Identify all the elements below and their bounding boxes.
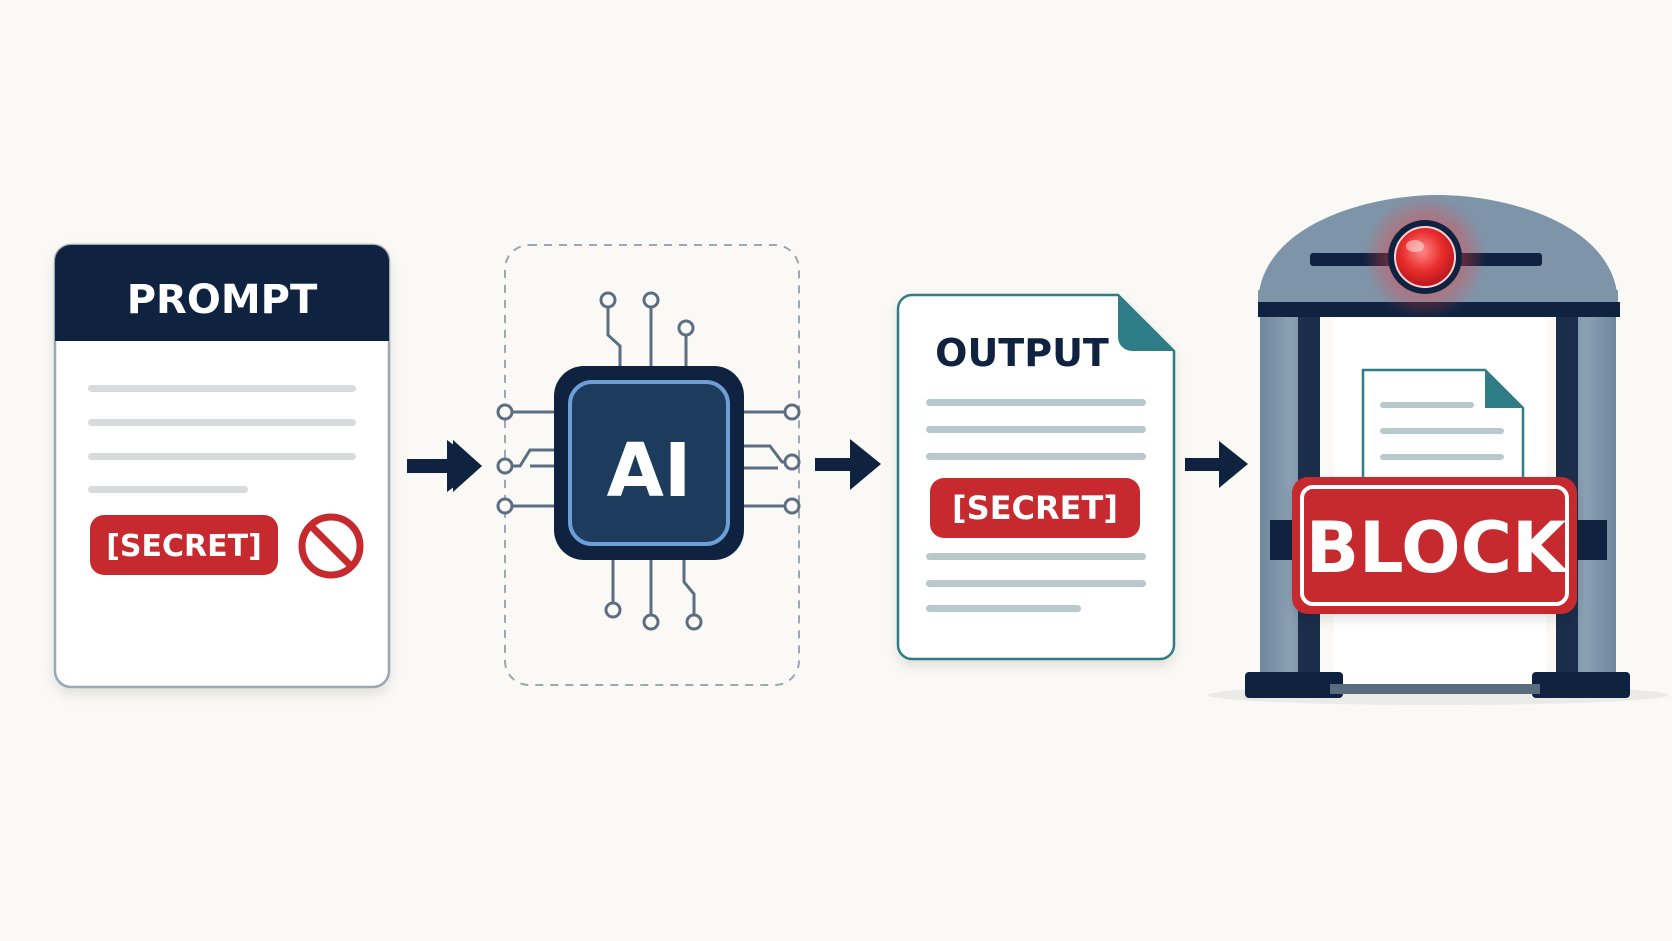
output-text-lines [926, 399, 1146, 612]
prompt-document: PROMPT [SECRET] [53, 243, 391, 689]
chip-pins-right [742, 403, 801, 515]
arrow-right-icon [1185, 441, 1248, 488]
prompt-text-lines [88, 385, 356, 493]
output-secret-tag: [SECRET] [930, 478, 1140, 538]
prompt-title: PROMPT [127, 277, 318, 323]
arrow-right-icon [407, 440, 482, 492]
security-gate: BLOCK [1208, 195, 1668, 705]
cpu-chip-icon: AI [496, 244, 801, 686]
prompt-secret-tag: [SECRET] [90, 515, 278, 575]
arrow-right-icon [815, 439, 881, 490]
red-alarm-light-icon [1363, 195, 1487, 319]
output-secret-label: [SECRET] [952, 489, 1118, 527]
chip-pins-top [599, 291, 695, 370]
block-label: BLOCK [1306, 507, 1569, 589]
block-sign: BLOCK [1292, 477, 1577, 614]
prompt-secret-label: [SECRET] [106, 529, 262, 564]
chip-pins-left [496, 403, 556, 515]
output-title: OUTPUT [935, 331, 1109, 375]
chip-pins-bottom [604, 558, 703, 631]
ai-chip-label: AI [607, 428, 692, 514]
output-document: OUTPUT [SECRET] [896, 293, 1176, 661]
prohibited-icon [298, 513, 364, 579]
